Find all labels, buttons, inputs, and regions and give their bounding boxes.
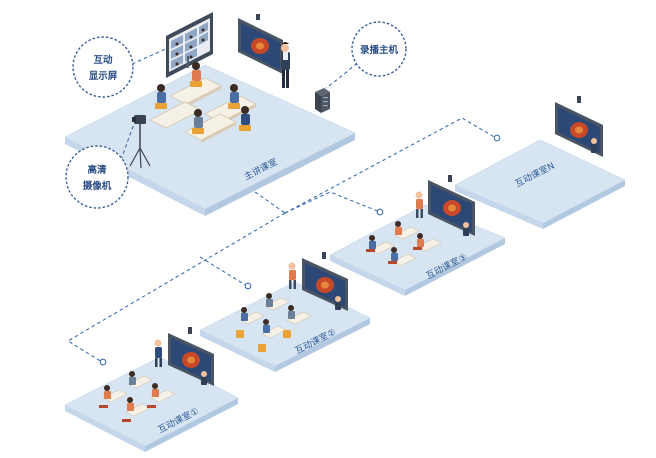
callout-recorder-leader bbox=[325, 62, 358, 89]
room-n-teacher-figure bbox=[591, 138, 597, 153]
room-3-remote-teacher bbox=[463, 222, 469, 236]
room-n-smartboard bbox=[555, 96, 603, 157]
room-3-desks bbox=[369, 226, 442, 267]
room-3-students bbox=[366, 221, 424, 264]
room-3-platform-front bbox=[405, 238, 505, 296]
room-2-platform bbox=[199, 281, 371, 367]
room-n-platform-front bbox=[543, 180, 625, 229]
callout-recorder-bubble bbox=[351, 21, 407, 77]
room-1-platform-side bbox=[65, 405, 145, 452]
callout-display-line-2: 显示屏 bbox=[89, 71, 118, 82]
room-n-platform bbox=[454, 139, 626, 224]
room-2-students bbox=[236, 293, 295, 352]
callout-camera-line-1: 高清 bbox=[87, 164, 107, 176]
callout-display-leader bbox=[131, 47, 169, 65]
connector-hub-to-room-3 bbox=[284, 191, 381, 214]
room-1-remote-teacher bbox=[201, 371, 207, 385]
callout-recorder: 录播主机 bbox=[325, 21, 407, 89]
room-1-platform bbox=[64, 356, 239, 447]
callout-camera-line-2: 摄像机 bbox=[83, 180, 112, 192]
connector-lines bbox=[66, 117, 501, 366]
classroom-2: 互动课室② bbox=[199, 252, 371, 372]
recording-host bbox=[315, 88, 330, 113]
connector-dot-room-3 bbox=[376, 208, 384, 216]
callout-recorder-text: 录播主机 bbox=[360, 44, 399, 56]
room-1-students bbox=[99, 371, 159, 422]
room-1-platform-front bbox=[145, 398, 238, 452]
room-2-teacher bbox=[288, 262, 296, 289]
callout-display-bubble bbox=[72, 36, 134, 98]
callout-camera-bubble bbox=[65, 145, 129, 209]
connector-main-to-hub bbox=[254, 191, 286, 214]
room-3-smartboard bbox=[428, 175, 475, 236]
room-1-teacher bbox=[154, 339, 162, 367]
connector-hub-to-room-n bbox=[284, 117, 497, 214]
classroom-3: 互动课室③ bbox=[329, 175, 506, 296]
callout-camera-leader bbox=[120, 123, 135, 161]
main-room-platform-front bbox=[205, 133, 355, 216]
connector-dot-room-n bbox=[493, 134, 501, 142]
callout-display-line-1: 互动 bbox=[93, 55, 113, 66]
room-n-platform-side bbox=[455, 185, 543, 229]
classroom-1: 互动课室① bbox=[64, 327, 239, 452]
room-2-platform-front bbox=[275, 318, 370, 372]
connector-hub-to-room-2 bbox=[199, 256, 248, 287]
room-2-remote-teacher bbox=[335, 296, 341, 310]
callout-display: 互动 显示屏 bbox=[72, 36, 169, 98]
callout-camera: 高清 摄像机 bbox=[65, 123, 135, 209]
main-room-students bbox=[155, 62, 251, 134]
connector-dot-room-2 bbox=[244, 282, 252, 290]
room-2-platform-side bbox=[200, 330, 275, 372]
hd-camera bbox=[129, 115, 151, 169]
room-3-platform-side bbox=[330, 255, 405, 296]
main-smartboard bbox=[238, 14, 283, 74]
room-3-teacher bbox=[415, 191, 423, 218]
connector-dot-room-1 bbox=[99, 358, 107, 366]
interactive-display bbox=[166, 12, 213, 78]
classroom-n: 互动课室N bbox=[454, 96, 626, 229]
lecturer bbox=[281, 42, 290, 88]
